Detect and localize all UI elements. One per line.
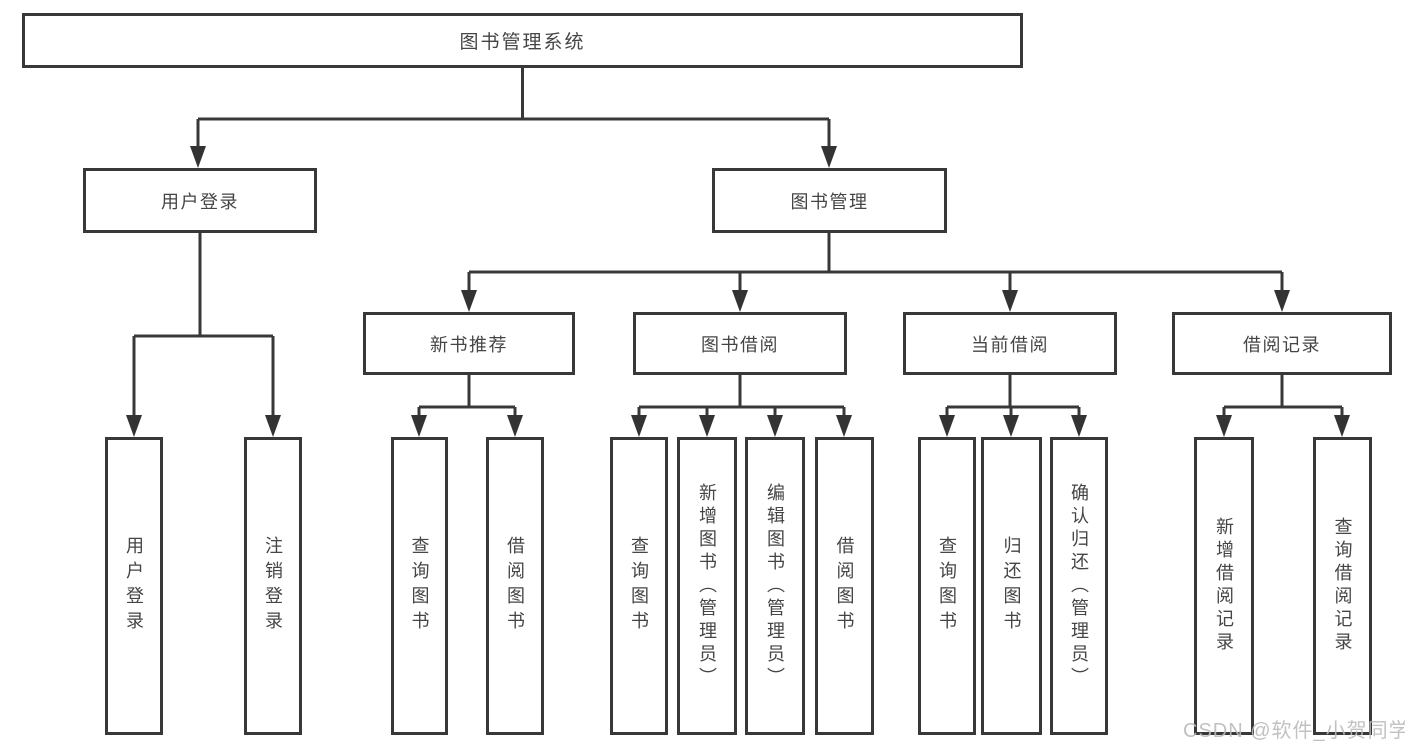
node-book-borrowing: 图书借阅: [633, 312, 847, 375]
node-user-login: 用户登录: [83, 168, 317, 233]
node-label: 新书推荐: [430, 334, 508, 355]
leaf-label: 用户登录: [124, 536, 144, 636]
leaf-label: 注销登录: [263, 536, 283, 636]
leaf-label: 查询图书: [629, 536, 649, 636]
node-new-book-recommendation: 新书推荐: [363, 312, 575, 375]
leaf-label: 借阅图书: [505, 536, 525, 636]
leaf-query-books-borrowing: 查询图书: [610, 437, 668, 735]
leaf-edit-books-admin: 编辑图书（管理员）: [745, 437, 805, 735]
leaf-query-books-current: 查询图书: [918, 437, 976, 735]
node-label: 用户登录: [161, 191, 239, 212]
csdn-watermark: CSDN @软件_小贺同学: [1183, 720, 1405, 742]
node-label: 图书管理系统: [459, 32, 586, 53]
node-label: 图书管理: [790, 191, 869, 212]
node-borrowing-records: 借阅记录: [1172, 312, 1392, 375]
node-label: 当前借阅: [971, 334, 1049, 355]
node-label: 图书借阅: [701, 334, 779, 355]
leaf-label: 新增图书（管理员）: [697, 482, 717, 690]
node-current-borrowing: 当前借阅: [903, 312, 1117, 375]
leaf-label: 编辑图书（管理员）: [765, 482, 785, 690]
leaf-query-books-recommend: 查询图书: [391, 437, 448, 735]
leaf-query-borrow-record: 查询借阅记录: [1313, 437, 1372, 735]
leaf-label: 查询借阅记录: [1332, 517, 1353, 655]
leaf-user-login: 用户登录: [105, 437, 163, 735]
leaf-label: 查询图书: [937, 536, 957, 636]
leaf-label: 归还图书: [1001, 536, 1022, 636]
leaf-confirm-return-admin: 确认归还（管理员）: [1050, 437, 1108, 735]
node-book-management: 图书管理: [712, 168, 947, 233]
node-library-management-system: 图书管理系统: [22, 13, 1023, 68]
leaf-label: 新增借阅记录: [1214, 517, 1234, 655]
leaf-borrow-books-borrowing: 借阅图书: [815, 437, 874, 735]
leaf-add-borrow-record: 新增借阅记录: [1194, 437, 1254, 735]
leaf-label: 借阅图书: [834, 536, 855, 636]
leaf-label: 查询图书: [409, 536, 430, 636]
leaf-label: 确认归还（管理员）: [1069, 482, 1089, 690]
node-label: 借阅记录: [1243, 334, 1321, 355]
leaf-add-books-admin: 新增图书（管理员）: [677, 437, 737, 735]
leaf-logout: 注销登录: [244, 437, 302, 735]
leaf-borrow-books-recommend: 借阅图书: [486, 437, 544, 735]
leaf-return-books: 归还图书: [981, 437, 1042, 735]
